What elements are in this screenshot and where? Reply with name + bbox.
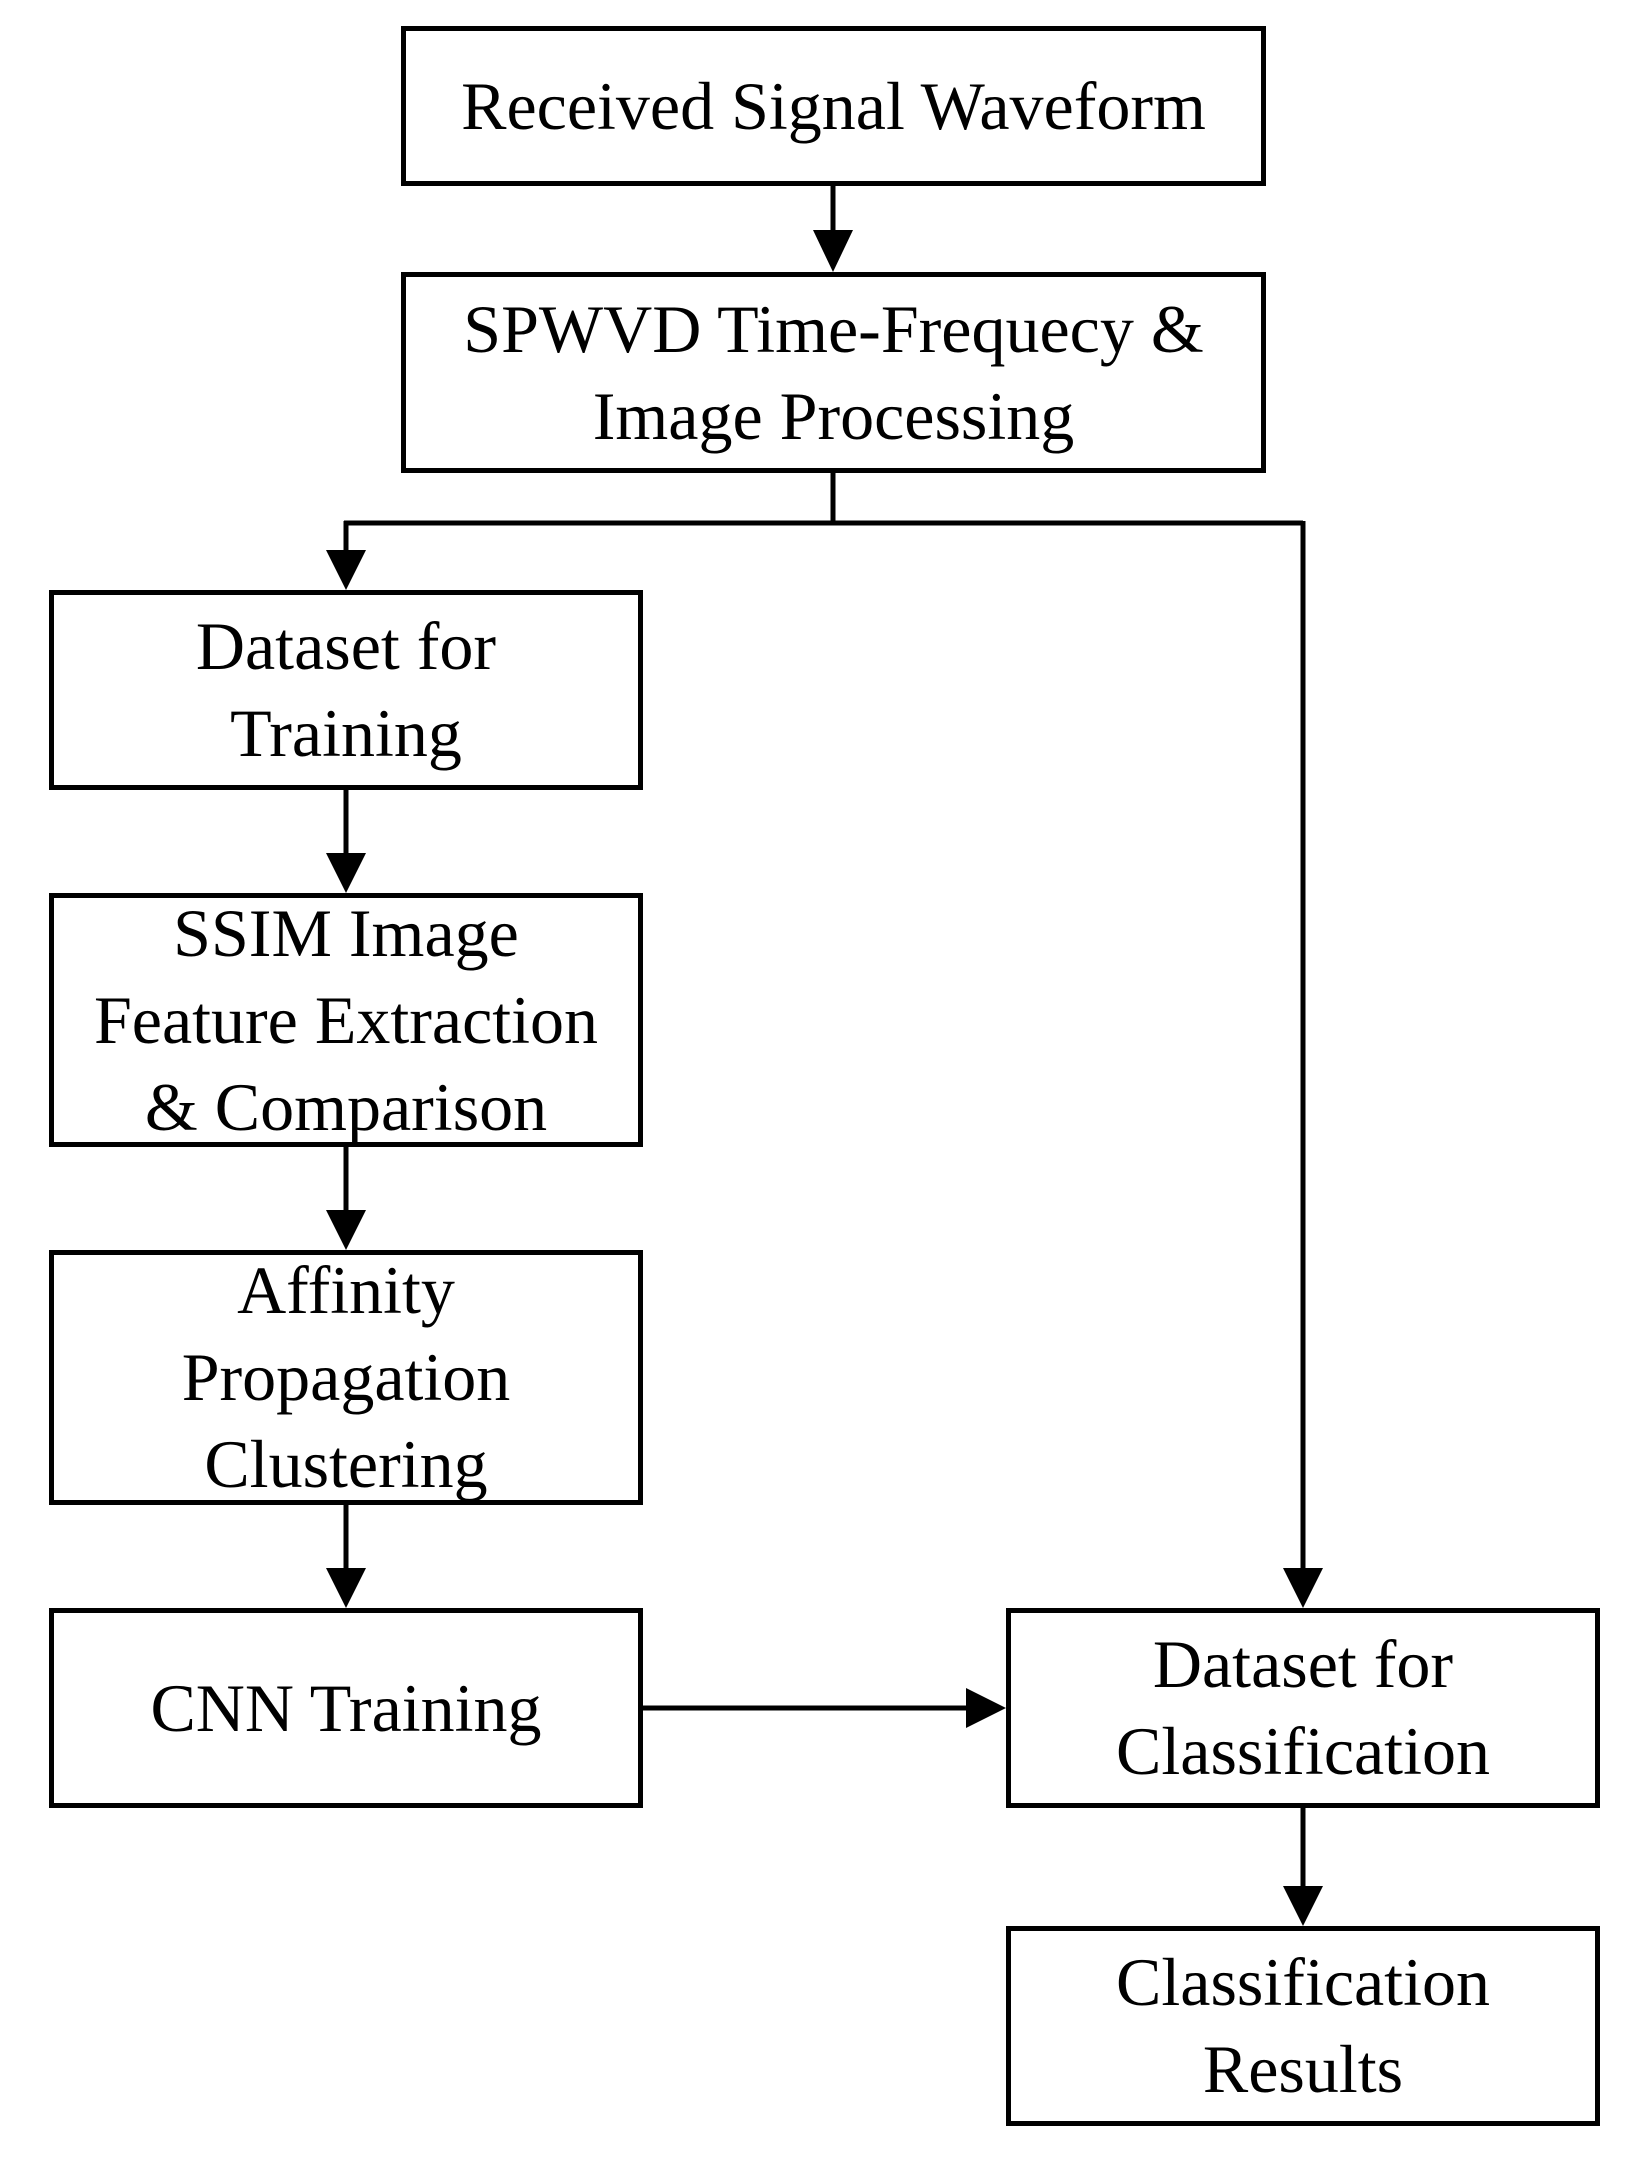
dataset-training-box: Dataset for Training [49, 590, 643, 790]
arrowhead [326, 1568, 366, 1608]
affinity-label-line-3: Clustering [204, 1426, 488, 1502]
arrowhead [1283, 1568, 1323, 1608]
ssim-label-line-1: SSIM Image [173, 894, 519, 971]
cnn-training-label: CNN Training [150, 1669, 542, 1746]
classification-results-box: Classification Results [1006, 1926, 1600, 2126]
ssim-label-line-3: & Comparison [144, 1068, 548, 1145]
cnn-training-box: CNN Training [49, 1608, 643, 1808]
classification-results-label-line-2: Results [1202, 2031, 1404, 2107]
arrowhead [1283, 1886, 1323, 1926]
dataset-training-label-line-2: Training [230, 695, 462, 771]
dataset-classification-label-line-1: Dataset for [1152, 1626, 1454, 1702]
arrowhead [326, 1210, 366, 1250]
arrowhead [326, 853, 366, 893]
spwvd-processing-box: SPWVD Time-Frequecy & Image Processing [401, 272, 1266, 473]
received-signal-label: Received Signal Waveform [461, 67, 1206, 144]
ssim-feature-box: SSIM Image Feature Extraction & Comparis… [49, 893, 643, 1147]
arrowhead [966, 1688, 1006, 1728]
affinity-propagation-box: Affinity Propagation Clustering [49, 1250, 643, 1505]
arrowhead [813, 230, 853, 272]
spwvd-label-line-1: SPWVD Time-Frequecy & [463, 290, 1204, 367]
affinity-label-line-1: Affinity [237, 1252, 455, 1328]
classification-results-label-line-1: Classification [1116, 1944, 1490, 2020]
received-signal-waveform-box: Received Signal Waveform [401, 26, 1266, 186]
dataset-classification-label-line-2: Classification [1116, 1713, 1490, 1789]
ssim-label-line-2: Feature Extraction [93, 981, 599, 1058]
affinity-label-line-2: Propagation [181, 1339, 511, 1415]
dataset-classification-box: Dataset for Classification [1006, 1608, 1600, 1808]
arrowhead [326, 550, 366, 590]
dataset-training-label-line-1: Dataset for [195, 608, 497, 684]
spwvd-label-line-2: Image Processing [592, 377, 1075, 454]
